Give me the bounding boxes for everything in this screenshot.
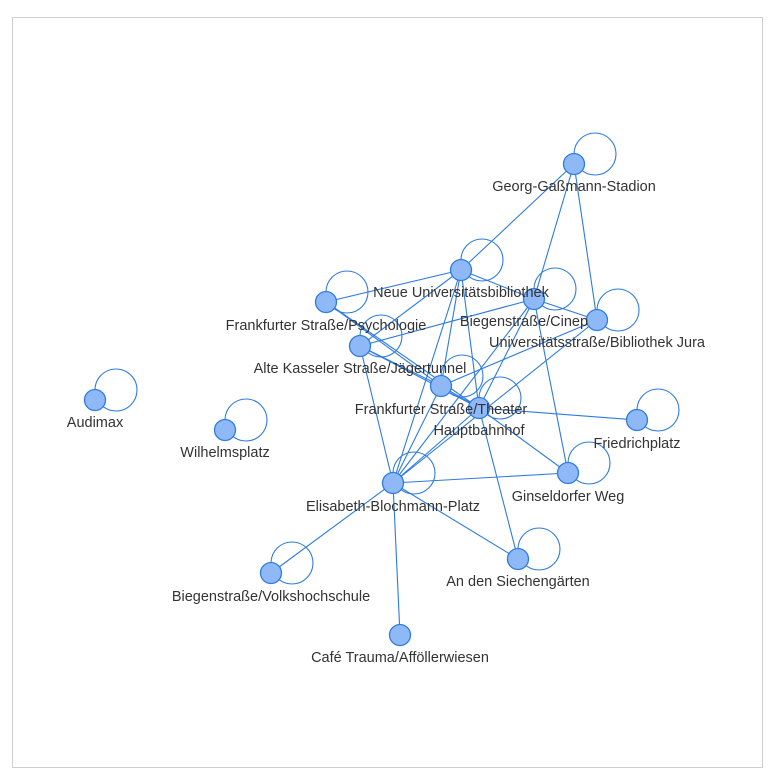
node-label-psych: Frankfurter Straße/Psychologie — [226, 318, 427, 334]
edge-neue-hbf — [460, 269, 480, 409]
edge-georg-jura — [573, 163, 598, 321]
edge-neue-elisabeth — [392, 269, 462, 484]
edge-elisabeth-cafe — [392, 482, 401, 636]
edge-psych-theater — [325, 301, 442, 387]
node-jura[interactable] — [585, 308, 609, 332]
edge-jura-theater — [440, 319, 598, 387]
edge-jaeger-hbf — [359, 345, 480, 409]
edge-neue-cinep — [460, 269, 535, 300]
edge-georg-neue — [460, 163, 575, 271]
edge-cinep-jaeger — [359, 298, 535, 347]
node-label-ginsel: Ginseldorfer Weg — [512, 489, 625, 505]
node-label-neue: Neue Universitätsbibliothek — [373, 285, 549, 301]
node-label-georg: Georg-Gaßmann-Stadion — [492, 179, 656, 195]
node-hbf[interactable] — [467, 396, 491, 420]
node-theater[interactable] — [429, 374, 453, 398]
edge-elisabeth-ginsel — [392, 472, 569, 484]
node-psych[interactable] — [314, 290, 338, 314]
edge-hbf-friedrich — [478, 407, 638, 421]
edge-neue-psych — [325, 269, 462, 303]
node-jaeger[interactable] — [348, 334, 372, 358]
edge-hbf-ginsel — [478, 407, 569, 474]
node-elisabeth[interactable] — [381, 471, 405, 495]
node-label-siechen: An den Siechengärten — [446, 574, 590, 590]
node-audimax[interactable] — [83, 388, 107, 412]
edge-georg-cinep — [533, 163, 575, 300]
node-label-elisabeth: Elisabeth-Blochmann-Platz — [306, 499, 480, 515]
node-label-jaeger: Alte Kasseler Straße/Jägertunnel — [254, 361, 467, 377]
edge-elisabeth-siechen — [392, 482, 519, 560]
node-label-audimax: Audimax — [67, 415, 124, 431]
edge-hbf-elisabeth — [392, 407, 480, 484]
edge-hbf-siechen — [478, 407, 519, 560]
node-friedrich[interactable] — [625, 408, 649, 432]
edge-neue-jaeger — [359, 269, 462, 347]
node-neue[interactable] — [449, 258, 473, 282]
edge-jaeger-elisabeth — [359, 345, 394, 484]
edge-theater-elisabeth — [392, 385, 442, 484]
edge-cinep-hbf — [478, 298, 535, 409]
edge-elisabeth-vhs — [270, 482, 394, 574]
node-cafe[interactable] — [388, 623, 412, 647]
edge-neue-theater — [440, 269, 462, 387]
node-label-cafe: Café Trauma/Afföllerwiesen — [311, 650, 489, 666]
node-siechen[interactable] — [506, 547, 530, 571]
node-label-theater: Frankfurter Straße/Theater — [355, 402, 528, 418]
node-label-jura: Universitätsstraße/Bibliothek Jura — [489, 335, 706, 351]
self-loops-layer — [94, 132, 680, 585]
node-wilhelm[interactable] — [213, 418, 237, 442]
node-label-friedrich: Friedrichplatz — [593, 436, 680, 452]
edge-psych-hbf — [325, 301, 480, 409]
graph-frame — [12, 17, 763, 768]
node-vhs[interactable] — [259, 561, 283, 585]
edges-layer — [270, 163, 638, 636]
node-cinep[interactable] — [522, 287, 546, 311]
node-label-vhs: Biegenstraße/Volkshochschule — [172, 589, 370, 605]
node-label-cinep: Biegenstraße/Cinep — [460, 314, 588, 330]
nodes-layer — [83, 152, 649, 647]
edge-cinep-ginsel — [533, 298, 569, 474]
node-label-hbf: Hauptbahnhof — [433, 423, 525, 439]
node-ginsel[interactable] — [556, 461, 580, 485]
node-label-wilhelm: Wilhelmsplatz — [180, 445, 269, 461]
node-georg[interactable] — [562, 152, 586, 176]
